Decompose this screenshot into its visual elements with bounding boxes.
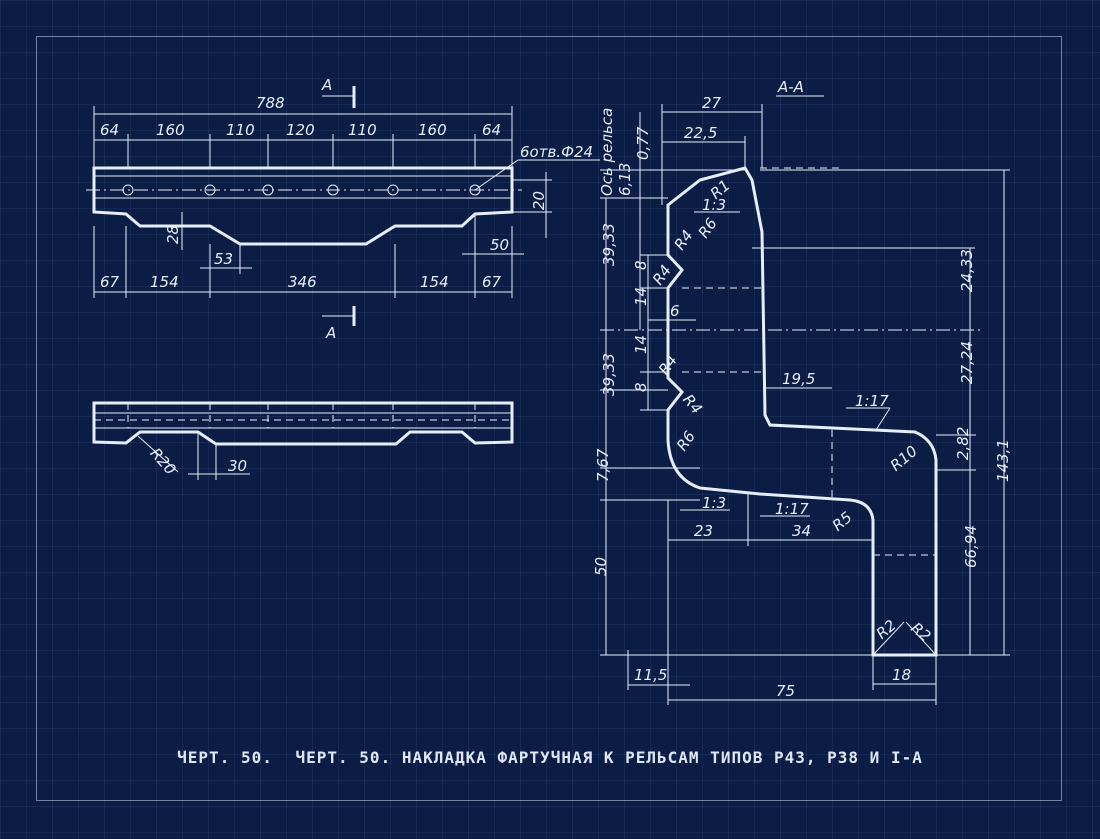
hole-note: 6отв.Ф24 bbox=[520, 143, 593, 161]
section-view: А-А 27 22,5 Ось рельса 6,13 0,77 bbox=[592, 78, 1012, 705]
figure-title: ЧЕРТ. 50. НАКЛАДКА ФАРТУЧНАЯ К РЕЛЬСАМ Т… bbox=[295, 748, 923, 767]
top-seg-1: 64 bbox=[100, 121, 119, 139]
rail-axis-label: Ось рельса bbox=[598, 108, 616, 196]
top-seg-6: 160 bbox=[418, 121, 447, 139]
bottom-dim-18: 18 bbox=[892, 666, 911, 684]
bolt-holes bbox=[122, 184, 481, 196]
left-dim-1: 39,33 bbox=[600, 223, 618, 266]
bottom-width: 30 bbox=[228, 457, 247, 475]
figure-number: ЧЕРТ. 50. bbox=[177, 748, 273, 767]
left-dim-3: 14 bbox=[632, 287, 650, 306]
left-dim-2: 8 bbox=[632, 260, 650, 270]
drawing-frame bbox=[36, 36, 1062, 801]
bottom-seg-2: 154 bbox=[150, 273, 179, 291]
height-label: 20 bbox=[530, 191, 548, 210]
small-offset-2: 0,77 bbox=[634, 126, 652, 160]
radius-r2-a: R2 bbox=[873, 616, 900, 643]
left-dim-5: 8 bbox=[632, 382, 650, 392]
radius-r2-b: R2 bbox=[907, 619, 934, 646]
slope-lower-right: 1:17 bbox=[775, 500, 809, 518]
right-dim-4: 66,94 bbox=[962, 525, 980, 568]
left-dim-4: 14 bbox=[632, 335, 650, 354]
section-mark-top: А bbox=[321, 76, 332, 94]
radius-r5: R5 bbox=[829, 508, 856, 535]
top-seg-3: 110 bbox=[226, 121, 255, 139]
right-dim-3: 2,82 bbox=[954, 427, 972, 460]
bottom-seg-4: 154 bbox=[420, 273, 449, 291]
bottom-dim-23: 23 bbox=[694, 522, 713, 540]
left-dim-8: 50 bbox=[592, 557, 610, 576]
radius-r4-c: R4 bbox=[655, 352, 681, 379]
radius-r4-a: R4 bbox=[670, 227, 696, 254]
bottom-view: R20 30 bbox=[92, 401, 514, 480]
section-title: А-А bbox=[777, 78, 804, 96]
top-seg-5: 110 bbox=[348, 121, 377, 139]
figure-caption: ЧЕРТ. 50. ЧЕРТ. 50. НАКЛАДКА ФАРТУЧНАЯ К… bbox=[0, 748, 1100, 767]
bottom-radius: R20 bbox=[146, 444, 179, 478]
plan-view: А А 788 64 160 110 120 110 160 64 bbox=[86, 76, 600, 342]
slope-upper-right: 1:17 bbox=[855, 392, 889, 410]
bottom-dim-75: 75 bbox=[776, 682, 795, 700]
radius-r6-top: R6 bbox=[694, 215, 720, 242]
offset-label: 53 bbox=[214, 250, 233, 268]
top-seg-2: 160 bbox=[156, 121, 185, 139]
left-dim-6: 39,33 bbox=[600, 353, 618, 396]
section-mark-bottom: А bbox=[325, 324, 336, 342]
inner-dim-6: 6 bbox=[670, 302, 680, 320]
inner-dim-19-5: 19,5 bbox=[782, 370, 815, 388]
slope-top: 1:3 bbox=[702, 196, 726, 214]
bottom-seg-5: 67 bbox=[482, 273, 502, 291]
radius-r6-bottom: R6 bbox=[673, 428, 699, 455]
small-offset-1: 6,13 bbox=[616, 163, 634, 196]
radius-r10: R10 bbox=[887, 442, 921, 475]
bottom-dim-34: 34 bbox=[792, 522, 811, 540]
bottom-seg-1: 67 bbox=[100, 273, 120, 291]
radius-r4-d: R4 bbox=[679, 391, 706, 418]
top-seg-7: 64 bbox=[482, 121, 501, 139]
depth-label: 28 bbox=[164, 225, 182, 244]
bottom-seg-3: 346 bbox=[288, 273, 317, 291]
end-label: 50 bbox=[490, 236, 509, 254]
top-width-outer: 27 bbox=[702, 94, 722, 112]
top-width-inner: 22,5 bbox=[684, 124, 717, 142]
right-dim-1: 24,33 bbox=[958, 249, 976, 292]
right-dim-2: 27,24 bbox=[958, 341, 976, 384]
left-dim-7: 7,67 bbox=[594, 448, 612, 482]
top-seg-4: 120 bbox=[286, 121, 315, 139]
bottom-dim-11-5: 11,5 bbox=[634, 666, 667, 684]
slope-bottom-left: 1:3 bbox=[702, 494, 726, 512]
overall-length: 788 bbox=[256, 94, 285, 112]
right-dim-5: 143,1 bbox=[994, 439, 1012, 482]
